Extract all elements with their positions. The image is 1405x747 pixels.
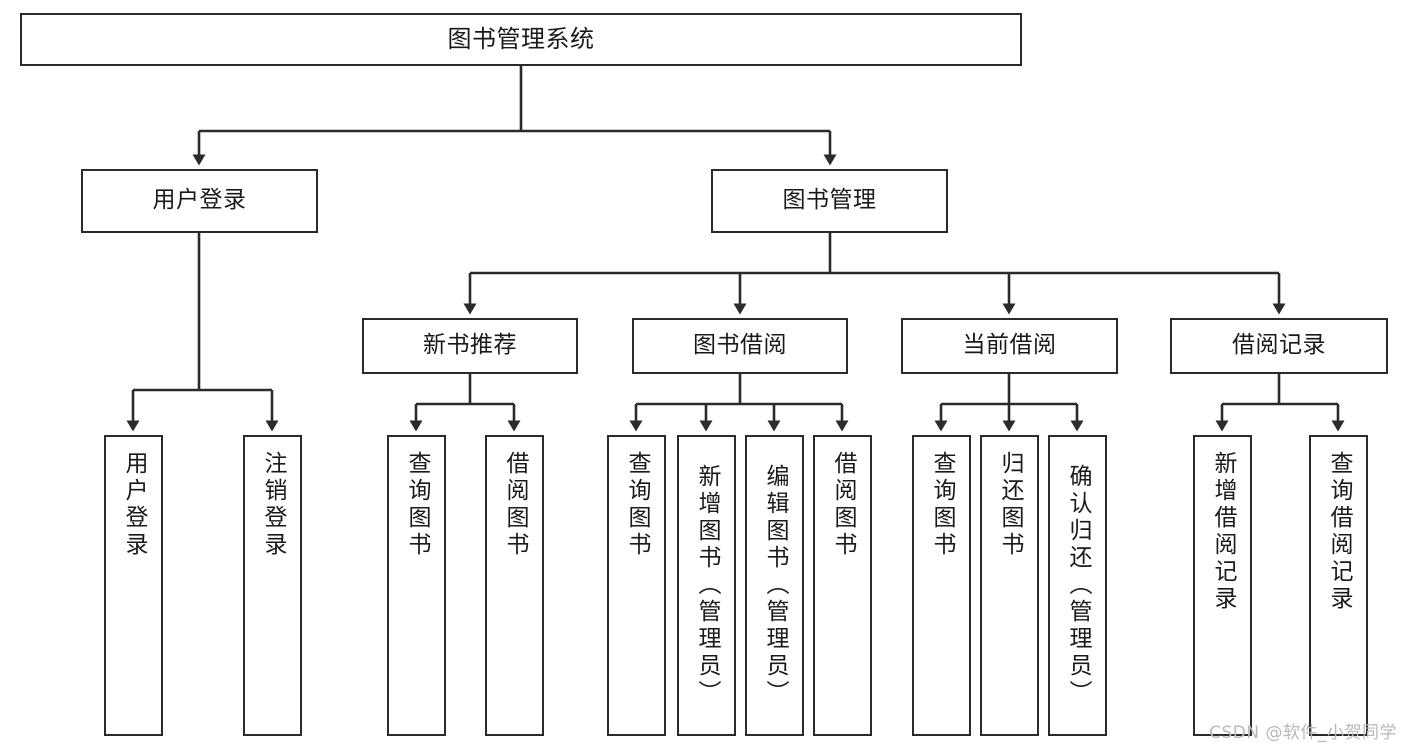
- leaf-borrow-add-book-admin[interactable]: 新增图书（管理员）: [677, 435, 736, 736]
- node-book-borrowing[interactable]: 图书借阅: [632, 318, 848, 374]
- leaf-current-query-book[interactable]: 查询图书: [912, 435, 971, 736]
- node-borrowing-records[interactable]: 借阅记录: [1170, 318, 1388, 374]
- leaf-record-query-borrow-record[interactable]: 查询借阅记录: [1309, 435, 1368, 736]
- leaf-borrow-edit-book-admin[interactable]: 编辑图书（管理员）: [745, 435, 804, 736]
- node-label: 查询图书: [929, 451, 955, 559]
- leaf-record-add-borrow-record[interactable]: 新增借阅记录: [1193, 435, 1252, 736]
- leaf-current-return-book[interactable]: 归还图书: [980, 435, 1039, 736]
- node-current-borrowing[interactable]: 当前借阅: [901, 318, 1118, 374]
- node-label: 图书借阅: [693, 332, 787, 359]
- node-label: 借阅图书: [502, 451, 528, 559]
- leaf-borrow-borrow-book[interactable]: 借阅图书: [813, 435, 872, 736]
- node-label: 图书管理: [782, 187, 877, 214]
- leaf-user-login-login[interactable]: 用户登录: [104, 435, 163, 736]
- node-label: 图书管理系统: [447, 25, 595, 54]
- node-label: 新增借阅记录: [1210, 451, 1236, 613]
- node-label: 查询借阅记录: [1326, 451, 1352, 613]
- leaf-new-book-query-book[interactable]: 查询图书: [387, 435, 446, 736]
- node-new-book-recommendation[interactable]: 新书推荐: [362, 318, 578, 374]
- node-label: 注销登录: [260, 451, 286, 559]
- node-label: 用户登录: [121, 451, 147, 559]
- node-label: 借阅图书: [830, 451, 856, 559]
- node-label: 归还图书: [997, 451, 1023, 559]
- node-label: 新增图书（管理员）: [694, 464, 720, 707]
- node-user-login[interactable]: 用户登录: [81, 169, 318, 233]
- leaf-new-book-borrow-book[interactable]: 借阅图书: [485, 435, 544, 736]
- leaf-current-confirm-return-admin[interactable]: 确认归还（管理员）: [1048, 435, 1107, 736]
- node-root-book-management-system[interactable]: 图书管理系统: [20, 13, 1022, 66]
- leaf-borrow-query-book[interactable]: 查询图书: [607, 435, 666, 736]
- node-label: 查询图书: [404, 451, 430, 559]
- node-label: 新书推荐: [423, 332, 517, 359]
- csdn-watermark: CSDN @软件_小贺同学: [1209, 723, 1397, 743]
- node-label: 用户登录: [152, 187, 247, 214]
- node-label: 确认归还（管理员）: [1065, 464, 1091, 707]
- node-book-management[interactable]: 图书管理: [711, 169, 948, 233]
- leaf-user-login-logout[interactable]: 注销登录: [243, 435, 302, 736]
- node-label: 借阅记录: [1232, 332, 1326, 359]
- node-label: 编辑图书（管理员）: [762, 464, 788, 707]
- node-label: 当前借阅: [962, 332, 1057, 359]
- node-label: 查询图书: [624, 451, 650, 559]
